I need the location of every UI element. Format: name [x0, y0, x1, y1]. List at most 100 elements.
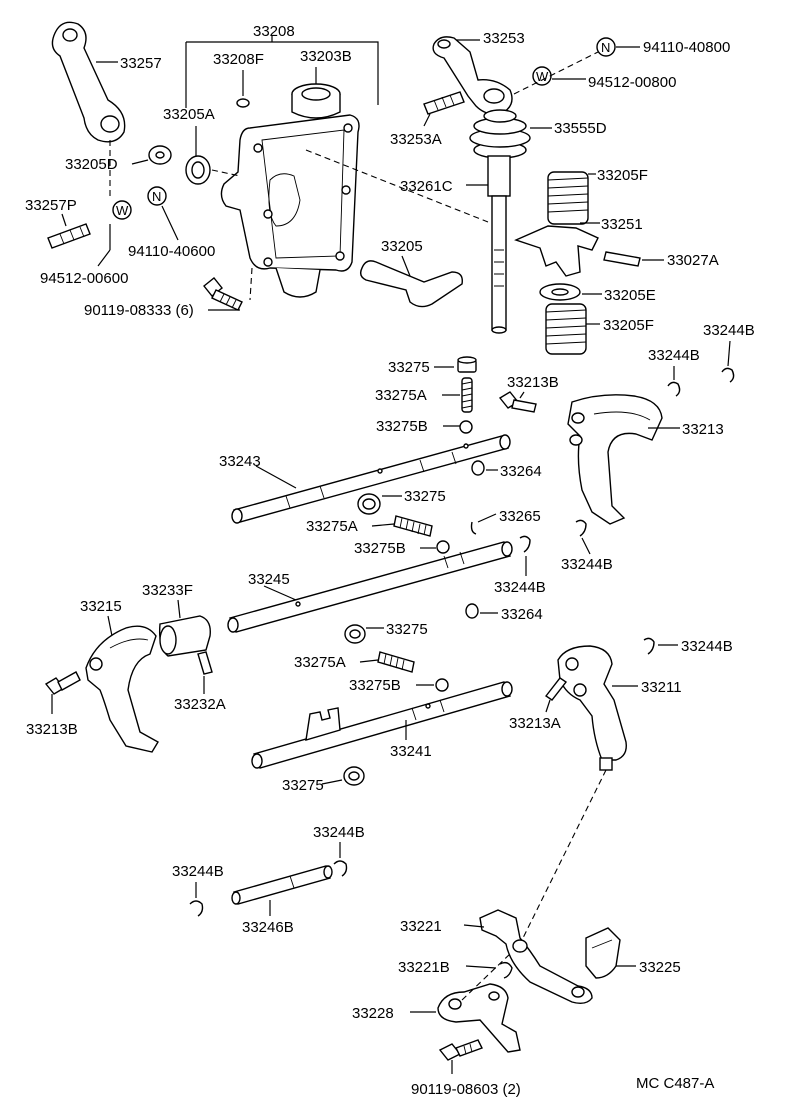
label-33205F-bottom: 33205F	[603, 317, 654, 334]
label-33211: 33211	[641, 679, 682, 696]
nut-N-40800: N	[596, 37, 616, 57]
label-33205A: 33205A	[163, 106, 215, 123]
label-33275-b: 33275	[404, 488, 446, 505]
label-33232A: 33232A	[174, 696, 226, 713]
label-33213A: 33213A	[509, 715, 561, 732]
label-33233F: 33233F	[142, 582, 193, 599]
part-33257P-pin	[47, 223, 91, 249]
part-33221-lever	[479, 909, 593, 1005]
label-33221B: 33221B	[398, 959, 450, 976]
label-90119-08333: 90119-08333 (6)	[84, 302, 194, 319]
part-33264-ring-b	[465, 603, 479, 619]
part-33241-shaft	[251, 681, 513, 769]
clip-33244B-f	[333, 860, 348, 877]
part-33213B-bolt-b	[44, 671, 81, 695]
part-33251-bracket	[514, 225, 599, 277]
label-33275B-a: 33275B	[376, 418, 428, 435]
part-33275-plug-a	[457, 356, 477, 373]
part-90119-08333-bolt	[203, 277, 243, 311]
label-33275-d: 33275	[282, 777, 324, 794]
label-33213: 33213	[682, 421, 724, 438]
clip-33244B-c	[519, 535, 531, 553]
part-33213-fork	[567, 394, 663, 525]
label-33257P: 33257P	[25, 197, 77, 214]
clip-33244B-d	[575, 519, 587, 537]
label-33205: 33205	[381, 238, 423, 255]
part-90119-08603-bolt	[438, 1039, 483, 1061]
label-33244B-e: 33244B	[681, 638, 733, 655]
part-33205A-seal	[185, 155, 211, 185]
part-33275B-ball-a	[459, 420, 473, 434]
part-33275A-spring-a	[461, 377, 473, 413]
part-33275-plug-d	[343, 766, 365, 786]
part-33027A-pin	[603, 251, 641, 267]
catalog-code: MC C487-A	[636, 1075, 714, 1092]
washer-marker-00800: W	[536, 69, 549, 84]
washer-W-00600: W	[112, 200, 132, 220]
label-94512-00800: 94512-00800	[588, 74, 676, 91]
part-33233F-block	[158, 615, 211, 657]
label-33244B-c: 33244B	[494, 579, 546, 596]
part-33264-ring-a	[471, 460, 485, 476]
part-33208-housing	[220, 83, 360, 298]
part-33275-plug-c	[344, 624, 366, 644]
part-33228-bracket	[437, 983, 521, 1053]
part-33215-fork	[85, 625, 159, 753]
part-33555D-boot	[469, 109, 531, 159]
label-33228: 33228	[352, 1005, 394, 1022]
label-33253: 33253	[483, 30, 525, 47]
label-33213B-a: 33213B	[507, 374, 559, 391]
label-33213B-b: 33213B	[26, 721, 78, 738]
label-33275-c: 33275	[386, 621, 428, 638]
clip-33244B-g	[189, 900, 204, 917]
part-33275A-spring-c	[377, 651, 415, 673]
part-33257-lever	[51, 21, 126, 143]
clip-33244B-b	[721, 367, 735, 383]
label-94110-40800: 94110-40800	[643, 39, 730, 56]
label-33275A-c: 33275A	[294, 654, 346, 671]
label-33244B-d: 33244B	[561, 556, 613, 573]
label-33275B-b: 33275B	[354, 540, 406, 557]
label-33261C: 33261C	[400, 178, 453, 195]
label-94512-00600: 94512-00600	[40, 270, 128, 287]
label-33257: 33257	[120, 55, 162, 72]
part-33275B-ball-b	[436, 540, 450, 554]
label-94110-40600: 94110-40600	[128, 243, 215, 260]
part-33205F-spring-bottom	[545, 303, 587, 355]
label-33244B-g: 33244B	[172, 863, 224, 880]
label-33208F: 33208F	[213, 51, 264, 68]
washer-W-00800: W	[532, 66, 552, 86]
part-33246B-pin	[231, 865, 333, 905]
nut-marker-40600: N	[152, 189, 161, 204]
label-33275B-c: 33275B	[349, 677, 401, 694]
part-33232A-pin	[197, 651, 213, 675]
label-33251: 33251	[601, 216, 643, 233]
bracket-33208	[185, 36, 379, 108]
label-33203B: 33203B	[300, 48, 352, 65]
part-33275B-ball-c	[435, 678, 449, 692]
part-33275A-spring-b	[393, 515, 433, 537]
nut-N-40600: N	[147, 186, 167, 206]
label-33205E: 33205E	[604, 287, 656, 304]
part-33243-shaft	[231, 434, 511, 524]
label-33244B-f: 33244B	[313, 824, 365, 841]
part-33211-arm	[557, 645, 627, 771]
part-33225-knob	[585, 927, 621, 979]
label-33244B-a: 33244B	[648, 347, 700, 364]
label-33244B-b: 33244B	[703, 322, 755, 339]
label-33265: 33265	[499, 508, 541, 525]
part-33205-lever	[359, 260, 463, 308]
part-33253-arm	[432, 36, 513, 115]
label-33275-a: 33275	[388, 359, 430, 376]
label-33243: 33243	[219, 453, 261, 470]
part-33205E-seat	[539, 283, 581, 301]
part-33213A-pin	[544, 677, 568, 701]
label-33264-b: 33264	[501, 606, 543, 623]
part-33208F-plug	[236, 98, 250, 108]
part-33245-shaft	[227, 541, 513, 633]
label-33245: 33245	[248, 571, 290, 588]
label-33027A: 33027A	[667, 252, 719, 269]
clip-33244B-a	[667, 381, 681, 397]
label-33221: 33221	[400, 918, 442, 935]
